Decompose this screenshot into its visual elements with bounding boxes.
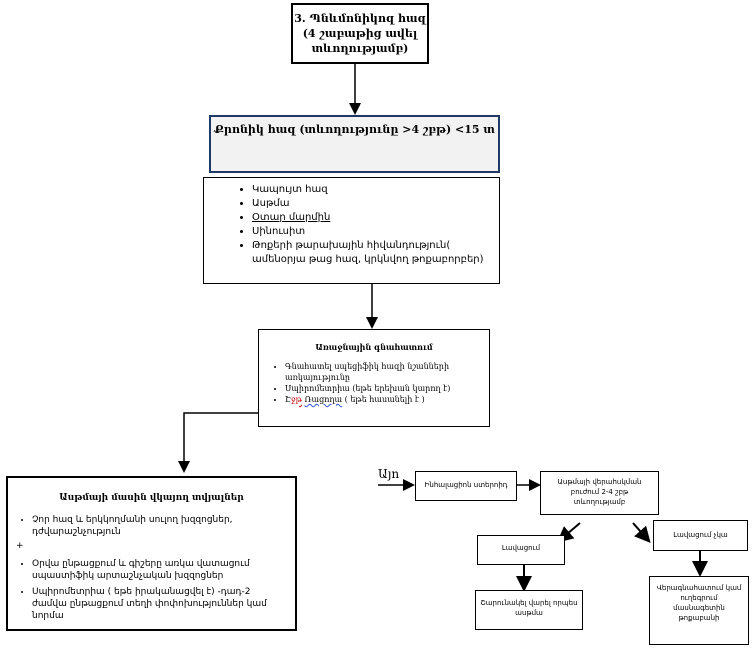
symptom-item: Ասթմա [252, 197, 491, 211]
reassess-text: Վերագնահատում կամ ուղեգրում մասնագետին թ… [656, 584, 742, 622]
reassess-box: Վերագնահատում կամ ուղեգրում մասնագետին թ… [649, 576, 749, 645]
continue-asthma-box: Շարունակել վարել որպես ասթմա [475, 590, 583, 630]
plus-sign: + [16, 541, 24, 551]
assessment-item3-red: ջթ [291, 395, 302, 404]
improved-box-text: Լավացում [501, 544, 541, 552]
primary-assessment-box: Առաջնային գնահատում Գնահատել սպեցիֆիկ հա… [258, 329, 490, 427]
assessment-item3-blue: Ռացողա [304, 395, 343, 404]
assessment-item: Սպիրոմետրիա (եթե երեխան կարող է) [285, 383, 481, 394]
yes-label: Այո [378, 467, 400, 481]
asthma-evidence-item: Օրվա ընթացքում և գիշերը առկա վատացում սպ… [32, 558, 287, 582]
symptom-item: Թոքերի թարախային հիվանդություն( ամենօրյա… [252, 239, 491, 267]
treat-box: Ինհալացիոն ստերոիդ [415, 471, 517, 501]
top-box-line1: 3. Պնևմոնիկոզ հազ [294, 12, 426, 25]
asthma-evidence-item: Չոր հազ և երկկողմանի սուլող խզզոցներ, դժ… [32, 514, 287, 538]
continue-asthma-text: Շարունակել վարել որպես ասթմա [480, 599, 578, 617]
assessment-item3-tail: ( եթե հասանելի է ) [342, 395, 425, 404]
not-improved-box: Լավացում չկա [653, 520, 748, 551]
assessment-title: Առաջնային գնահատում [315, 342, 433, 352]
symptom-item: Օտար մարմին [252, 211, 491, 225]
assessment-item: Էջթ Ռացողա ( եթե հասանելի է ) [285, 394, 481, 405]
symptoms-box: Կապույտ հազ Ասթմա Օտար մարմին Սինուսիտ Թ… [203, 177, 500, 284]
assessment-item: Գնահատել սպեցիֆիկ հազի նշանների առկայութ… [285, 361, 481, 383]
trial-box-text: Ասթմայի վերահսկման բուժում 2-4 շբթ տևողո… [557, 478, 642, 506]
chronic-cough-text: Քրոնիկ հազ (տևողությունը >4 շբթ) <15 տ [214, 123, 495, 136]
trial-box: Ասթմայի վերահսկման բուժում 2-4 շբթ տևողո… [540, 471, 659, 515]
treat-box-text: Ինհալացիոն ստերոիդ [424, 481, 508, 489]
top-box-line2: (4 շաբաթից ավել [302, 27, 418, 40]
not-improved-box-text: Լավացում չկա [673, 531, 728, 539]
asthma-evidence-item: Սպիրոմետրիա ( եթե իրականացվել է) -դադ-2 … [32, 586, 287, 622]
symptom-item: Կապույտ հազ [252, 183, 491, 197]
arrow-trial-to-not-improved [632, 522, 651, 543]
top-box-line3: տևողությամբ) [311, 42, 409, 55]
asthma-evidence-box: Ասթմայի մասին վկայող տվյալներ Չոր հազ և … [6, 476, 297, 631]
arrow-assessment-to-asthma [178, 412, 258, 473]
chronic-cough-box: Քրոնիկ հազ (տևողությունը >4 շբթ) <15 տ [209, 115, 500, 173]
asthma-evidence-title: Ասթմայի մասին վկայող տվյալներ [59, 493, 244, 503]
improved-box: Լավացում [477, 535, 565, 565]
symptom-item: Սինուսիտ [252, 225, 491, 239]
top-box-wet-cough: 3. Պնևմոնիկոզ հազ (4 շաբաթից ավել տևողու… [291, 3, 429, 64]
assessment-item3-lead: Է [285, 395, 292, 404]
